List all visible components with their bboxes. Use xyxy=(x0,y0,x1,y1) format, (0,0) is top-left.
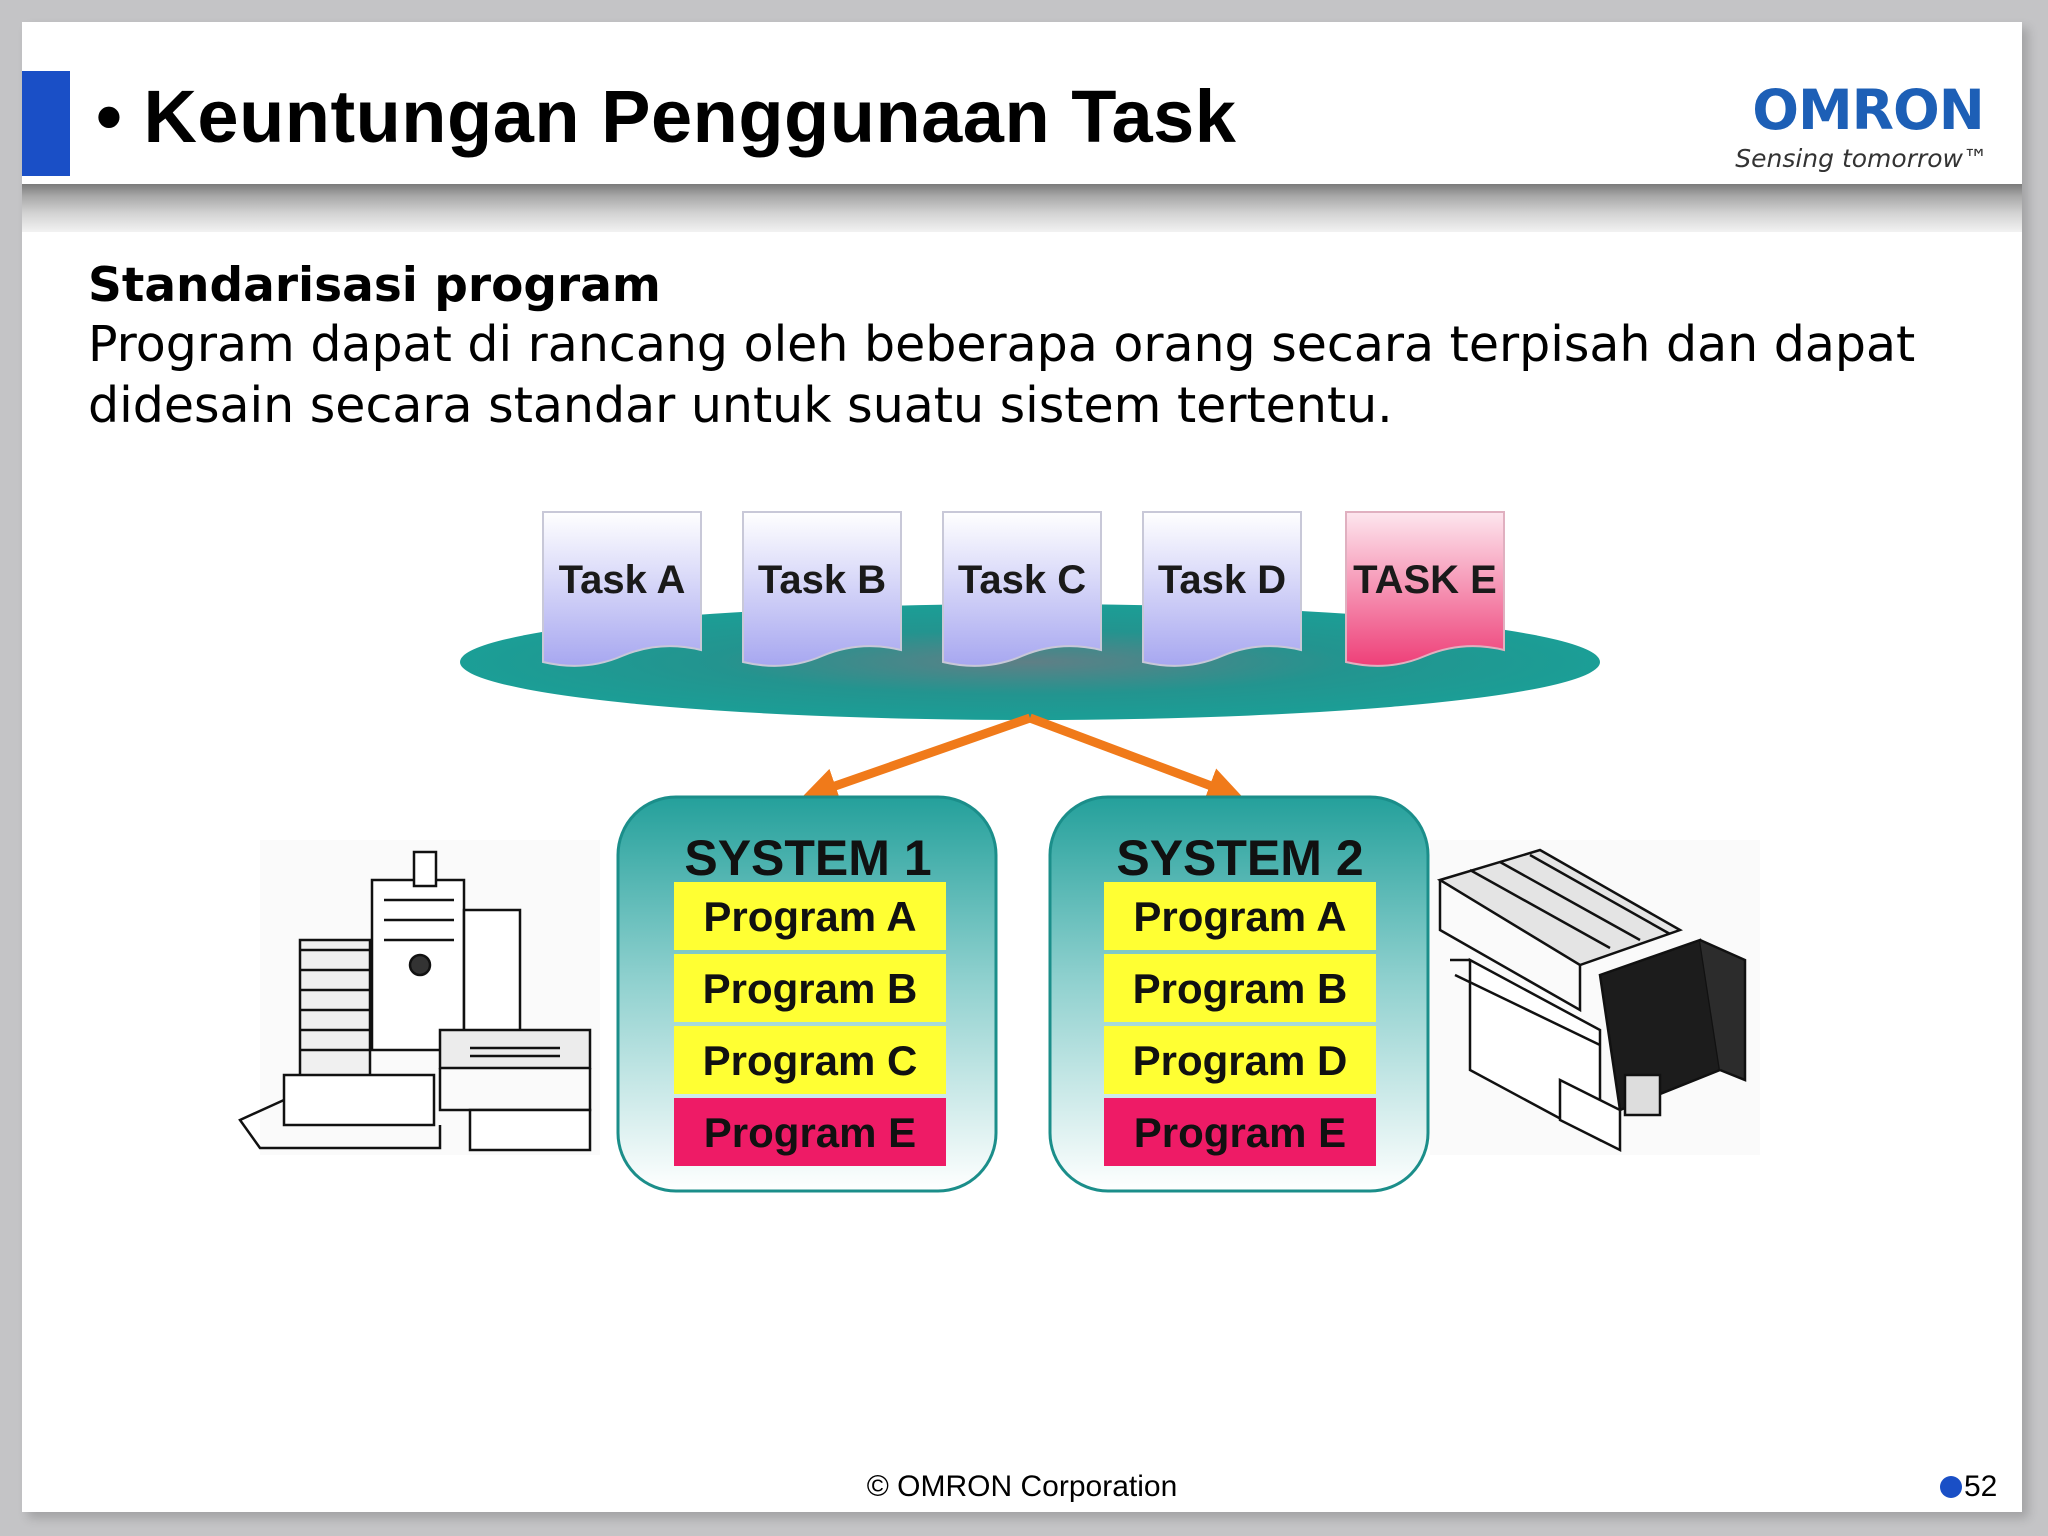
program-block-highlight xyxy=(674,1098,946,1166)
task-label: Task D xyxy=(1158,558,1286,602)
section-body: Program dapat di rancang oleh beberapa o… xyxy=(88,316,1916,434)
omron-logo: OMRON Sensing tomorrow™ xyxy=(1728,80,1988,173)
system-2-panel: SYSTEM 2 Program A Program B Program D P… xyxy=(1048,795,1430,1193)
task-label: Task B xyxy=(758,558,886,602)
task-label: Task A xyxy=(559,558,686,602)
packaging-line-illustration xyxy=(1430,840,1760,1155)
program-label: Program D xyxy=(1133,1037,1348,1084)
page-number: 52 xyxy=(1964,1470,1998,1503)
header-accent-bar xyxy=(22,71,70,176)
program-label: Program C xyxy=(703,1037,918,1084)
program-label: Program A xyxy=(1133,893,1346,940)
logo-wordmark: OMRON xyxy=(1752,78,1985,142)
slide-title: • Keuntungan Penggunaan Task xyxy=(96,75,1237,158)
program-label: Program E xyxy=(704,1109,916,1156)
arrow-to-system-1 xyxy=(801,713,1032,803)
program-block xyxy=(1104,1026,1376,1094)
system-title: SYSTEM 2 xyxy=(1116,830,1363,886)
task-document-a: Task A xyxy=(542,511,702,667)
program-block xyxy=(674,954,946,1022)
task-standardization-diagram: Task A Task B Task C Task D TASK E xyxy=(238,511,1760,1193)
program-label: Program B xyxy=(1133,965,1348,1012)
program-block xyxy=(674,1026,946,1094)
task-document-c: Task C xyxy=(942,511,1102,667)
page-indicator-dot-icon xyxy=(1940,1476,1962,1498)
logo-tagline: Sensing tomorrow™ xyxy=(1735,144,1988,173)
task-document-b: Task B xyxy=(742,511,902,667)
header-divider-bar xyxy=(22,184,2022,232)
program-block xyxy=(1104,954,1376,1022)
footer-copyright: © OMRON Corporation xyxy=(866,1470,1178,1503)
program-label: Program B xyxy=(703,965,918,1012)
system-title: SYSTEM 1 xyxy=(684,830,931,886)
task-label: TASK E xyxy=(1353,558,1497,602)
program-block xyxy=(1104,882,1376,950)
section-heading: Standarisasi program xyxy=(88,258,661,313)
task-document-e: TASK E xyxy=(1345,511,1505,667)
task-document-d: Task D xyxy=(1142,511,1302,667)
slide: • Keuntungan Penggunaan Task OMRON Sensi… xyxy=(22,22,2022,1512)
program-block-highlight xyxy=(1104,1098,1376,1166)
task-label: Task C xyxy=(958,558,1086,602)
program-label: Program E xyxy=(1134,1109,1346,1156)
arrow-to-system-2 xyxy=(1028,713,1244,803)
machine-tool-illustration xyxy=(238,840,600,1155)
program-label: Program A xyxy=(703,893,916,940)
program-block xyxy=(674,882,946,950)
system-1-panel: SYSTEM 1 Program A Program B Program C P… xyxy=(616,795,998,1193)
